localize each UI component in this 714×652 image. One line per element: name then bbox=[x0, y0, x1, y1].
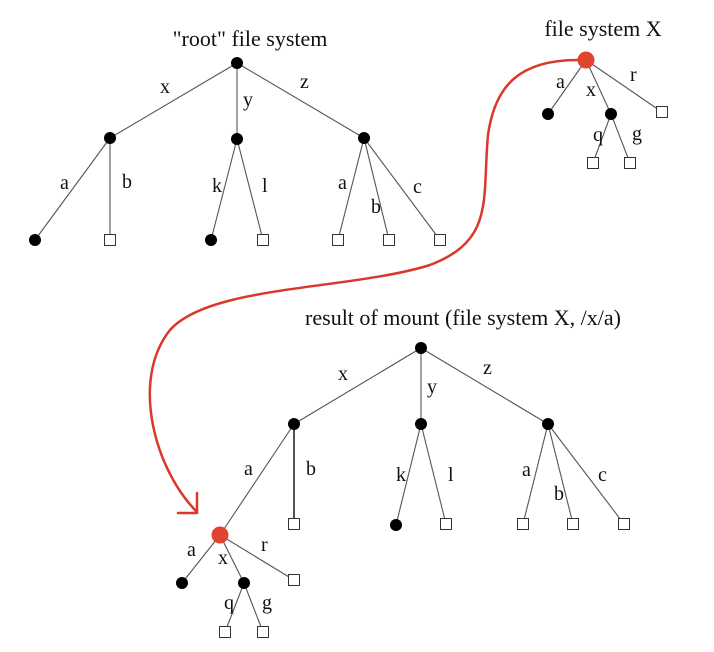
edge-label-z-c: c bbox=[413, 176, 422, 198]
fsx-edges bbox=[547, 59, 663, 164]
file-x-b bbox=[104, 234, 116, 246]
dir-x-node bbox=[104, 132, 116, 144]
result-dir-x-node bbox=[288, 418, 300, 430]
result-file-z-c bbox=[618, 518, 630, 530]
dir-x-a-node bbox=[29, 234, 41, 246]
result-edge-label-a: a bbox=[244, 458, 253, 480]
result-file-z-a bbox=[517, 518, 529, 530]
fsx-dir-x-node bbox=[605, 108, 617, 120]
result-mounted-edge-label-g: g bbox=[262, 592, 272, 614]
file-z-b bbox=[383, 234, 395, 246]
root-dir-node bbox=[231, 57, 243, 69]
result-edge-label-z-b: b bbox=[554, 483, 564, 505]
result-edge-label-k: k bbox=[396, 464, 406, 486]
edge-label-y: y bbox=[243, 89, 253, 111]
edge-label-z: z bbox=[300, 71, 309, 93]
result-edge-label-y: y bbox=[427, 376, 437, 398]
fsx-edge-label-q: q bbox=[593, 124, 603, 146]
result-mounted-edge-label-x: x bbox=[218, 547, 228, 569]
result-edge-label-b: b bbox=[306, 458, 316, 480]
dir-y-node bbox=[231, 133, 243, 145]
edge-label-z-a: a bbox=[338, 172, 347, 194]
fsx-tree: file system X a x r q g bbox=[542, 16, 668, 169]
fsx-root-mount-node bbox=[577, 51, 595, 69]
mount-arrow-head bbox=[176, 491, 199, 515]
root-tree: "root" file system x bbox=[29, 26, 446, 246]
result-root-node bbox=[415, 342, 427, 354]
edge-label-k: k bbox=[212, 175, 222, 197]
result-title: result of mount (file system X, /x/a) bbox=[305, 305, 621, 330]
result-edge-label-z: z bbox=[483, 357, 492, 379]
result-edge-label-x: x bbox=[338, 363, 348, 385]
result-mounted-file-r bbox=[288, 574, 300, 586]
result-mounted-edge-label-q: q bbox=[224, 592, 234, 614]
fsx-edge-label-x: x bbox=[586, 79, 596, 101]
result-mounted-file-q bbox=[219, 626, 231, 638]
edge-label-z-b: b bbox=[371, 196, 381, 218]
fsx-edge-label-a: a bbox=[556, 71, 565, 93]
fsx-edge-label-g: g bbox=[632, 123, 642, 145]
fsx-edge-label-r: r bbox=[630, 64, 637, 86]
edge-label-x: x bbox=[160, 76, 170, 98]
fsx-file-r bbox=[656, 106, 668, 118]
result-files bbox=[219, 518, 630, 638]
fsx-dir-a-node bbox=[542, 108, 554, 120]
result-mount-point-node bbox=[211, 526, 229, 544]
result-file-b bbox=[288, 518, 300, 530]
fsx-file-q bbox=[587, 157, 599, 169]
result-dir-y-node bbox=[415, 418, 427, 430]
edge-label-l: l bbox=[262, 175, 268, 197]
result-mounted-edge-label-a: a bbox=[187, 539, 196, 561]
root-title: "root" file system bbox=[173, 26, 328, 51]
file-z-a bbox=[332, 234, 344, 246]
result-edge-label-l: l bbox=[448, 464, 454, 486]
file-y-l bbox=[257, 234, 269, 246]
mount-arrow bbox=[148, 58, 580, 515]
edge-label-a: a bbox=[60, 172, 69, 194]
file-z-c bbox=[434, 234, 446, 246]
result-dir-z-node bbox=[542, 418, 554, 430]
result-mounted-file-g bbox=[257, 626, 269, 638]
result-dir-k-node bbox=[390, 519, 402, 531]
dir-y-k-node bbox=[205, 234, 217, 246]
result-mounted-edge-label-r: r bbox=[261, 534, 268, 556]
result-mounted-dir-x-node bbox=[238, 577, 250, 589]
fsx-file-g bbox=[624, 157, 636, 169]
root-files bbox=[104, 234, 446, 246]
mount-arrow-curve bbox=[148, 58, 580, 514]
result-edge-label-z-c: c bbox=[598, 464, 607, 486]
result-mounted-dir-a-node bbox=[176, 577, 188, 589]
fsx-title: file system X bbox=[544, 16, 661, 41]
dir-z-node bbox=[358, 132, 370, 144]
result-file-z-b bbox=[567, 518, 579, 530]
fsx-files bbox=[587, 106, 668, 169]
result-file-l bbox=[440, 518, 452, 530]
result-edge-label-z-a: a bbox=[522, 459, 531, 481]
edge-label-b: b bbox=[122, 171, 132, 193]
result-tree: result of mount (file system X, /x/a) bbox=[176, 305, 630, 638]
root-edges bbox=[34, 62, 441, 241]
